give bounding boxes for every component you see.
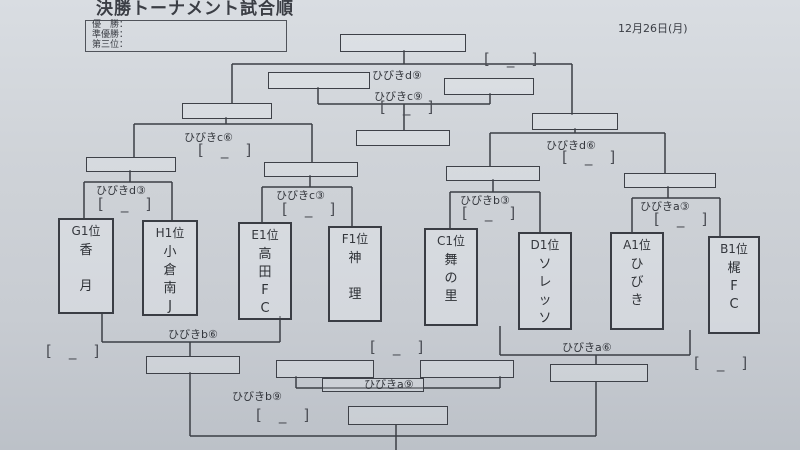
- team-name: ひ び き: [630, 257, 644, 308]
- score-slot: [ _ ]: [694, 354, 749, 372]
- match-label: ひびきb⑥: [168, 328, 218, 341]
- team-seed: B1位: [720, 242, 748, 256]
- ranking-winner: 優 勝：: [92, 20, 129, 30]
- team-box-d1: D1位 ソ レ ッ ソ: [518, 232, 572, 330]
- team-name: 神 理: [348, 251, 362, 302]
- team-box-b1: B1位 梶 F C: [708, 236, 760, 334]
- match-label: ひびきa⑨: [364, 378, 414, 391]
- match-label: ひびきd⑨: [372, 69, 422, 82]
- team-name: 高 田 F C: [258, 247, 272, 316]
- match-label: ひびきd⑥: [546, 139, 596, 152]
- team-seed: E1位: [251, 228, 279, 242]
- team-seed: C1位: [436, 234, 465, 248]
- team-seed: G1位: [71, 224, 101, 238]
- team-seed: H1位: [155, 226, 185, 240]
- team-name: 香 月: [79, 243, 93, 294]
- score-slot: [ _ ]: [98, 195, 153, 213]
- match-label: ひびきa⑥: [562, 341, 612, 354]
- match-box: [276, 360, 374, 378]
- score-slot: [ _ ]: [46, 342, 101, 360]
- team-box-g1: G1位 香 月: [58, 218, 114, 314]
- ranking-third: 第三位：: [92, 40, 129, 50]
- score-slot: [ _ ]: [380, 98, 435, 116]
- team-box-e1: E1位 高 田 F C: [238, 222, 292, 320]
- team-box-f1: F1位 神 理: [328, 226, 382, 322]
- match-box: [86, 157, 176, 172]
- match-label: ひびきc③: [276, 189, 325, 202]
- ranking-runner-up: 準優勝：: [92, 30, 129, 40]
- team-box-a1: A1位 ひ び き: [610, 232, 664, 330]
- score-slot: [ _ ]: [198, 141, 253, 159]
- match-box: [146, 356, 240, 374]
- team-name: 小 倉 南 J: [163, 245, 177, 314]
- team-seed: A1位: [623, 238, 651, 252]
- match-box: [348, 406, 448, 425]
- match-box: [446, 166, 540, 181]
- score-slot: [ _ ]: [462, 204, 517, 222]
- match-box: [268, 72, 370, 89]
- match-label: ひびきd③: [96, 184, 146, 197]
- score-slot: [ _ ]: [484, 50, 539, 68]
- match-label: ひびきb③: [460, 194, 510, 207]
- final-box: [340, 34, 466, 52]
- ranking-table: 優 勝： 準優勝： 第三位：: [85, 20, 287, 52]
- score-slot: [ _ ]: [256, 406, 311, 424]
- team-name: 梶 F C: [727, 261, 741, 312]
- match-box: [532, 113, 618, 130]
- match-box: [322, 378, 424, 392]
- match-box: [550, 364, 648, 382]
- match-box: [420, 360, 514, 378]
- team-box-h1: H1位 小 倉 南 J: [142, 220, 198, 316]
- score-slot: [ _ ]: [654, 210, 709, 228]
- team-seed: F1位: [341, 232, 369, 246]
- match-label: ひびきc⑨: [374, 90, 423, 103]
- score-slot: [ _ ]: [562, 148, 617, 166]
- match-box: [182, 103, 272, 119]
- match-box: [624, 173, 716, 188]
- team-name: 舞 の 里: [444, 253, 458, 304]
- match-box: [444, 78, 534, 95]
- team-name: ソ レ ッ ソ: [538, 257, 552, 326]
- match-box: [356, 130, 450, 146]
- match-date: 12月26日(月): [618, 22, 688, 35]
- match-label: ひびきa③: [640, 200, 690, 213]
- match-box: [264, 162, 358, 177]
- score-slot: [ _ ]: [282, 200, 337, 218]
- score-slot: [ _ ]: [370, 338, 425, 356]
- team-box-c1: C1位 舞 の 里: [424, 228, 478, 326]
- match-label: ひびきc⑥: [184, 131, 233, 144]
- team-seed: D1位: [530, 238, 560, 252]
- match-label: ひびきb⑨: [232, 390, 282, 403]
- page-title: 決勝トーナメント試合順: [96, 0, 294, 19]
